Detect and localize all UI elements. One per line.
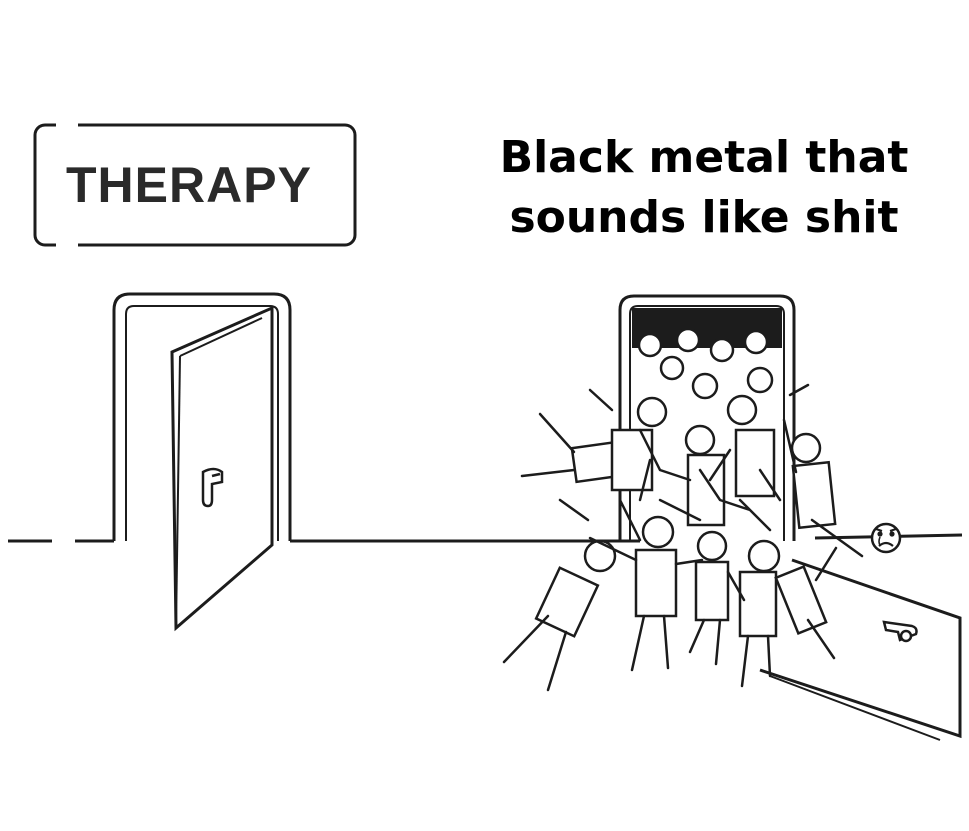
therapy-door-panel	[170, 305, 274, 632]
therapy-sign-frame	[33, 123, 357, 247]
door-handle-icon	[201, 467, 224, 508]
meme-caption: Black metal that sounds like shit	[462, 128, 946, 248]
crying-face-icon	[870, 522, 902, 554]
crowded-door-frame	[618, 294, 796, 541]
therapy-door-frame	[112, 292, 292, 541]
caption-line-1: Black metal that	[499, 132, 909, 183]
therapy-door	[112, 292, 292, 632]
floor-line	[8, 533, 963, 543]
fallen-door-handle-icon	[882, 620, 918, 643]
sign-edit-gap	[56, 118, 78, 253]
fallen-door	[759, 558, 962, 741]
stick-figure-crowd	[502, 327, 864, 692]
caption-line-2: sounds like shit	[509, 192, 899, 243]
therapy-sign-label: THERAPY	[66, 157, 312, 213]
